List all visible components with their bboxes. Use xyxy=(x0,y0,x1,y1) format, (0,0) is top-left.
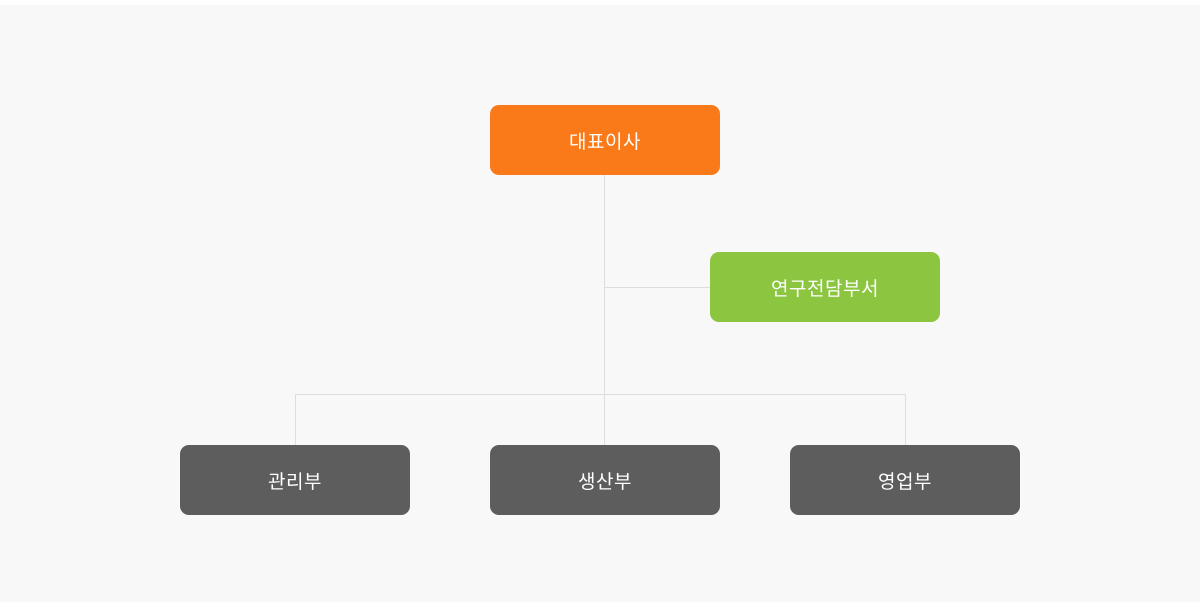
node-production-department-label: 생산부 xyxy=(578,471,632,493)
node-ceo-label: 대표이사 xyxy=(569,131,641,153)
node-research-department-label: 연구전담부서 xyxy=(771,278,879,300)
connector-sales-vertical xyxy=(905,394,906,445)
connector-research-horizontal xyxy=(605,287,710,288)
connector-departments-horizontal xyxy=(295,394,905,395)
connector-ceo-vertical xyxy=(604,175,605,445)
chart-background-panel: 대표이사 연구전담부서 관리부 생산부 영업부 xyxy=(0,5,1200,602)
node-sales-department-label: 영업부 xyxy=(878,471,932,493)
node-production-department: 생산부 xyxy=(490,445,720,515)
node-sales-department: 영업부 xyxy=(790,445,1020,515)
node-management-department-label: 관리부 xyxy=(268,471,322,493)
connector-management-vertical xyxy=(295,394,296,445)
node-research-department: 연구전담부서 xyxy=(710,252,940,322)
node-management-department: 관리부 xyxy=(180,445,410,515)
node-ceo: 대표이사 xyxy=(490,105,720,175)
